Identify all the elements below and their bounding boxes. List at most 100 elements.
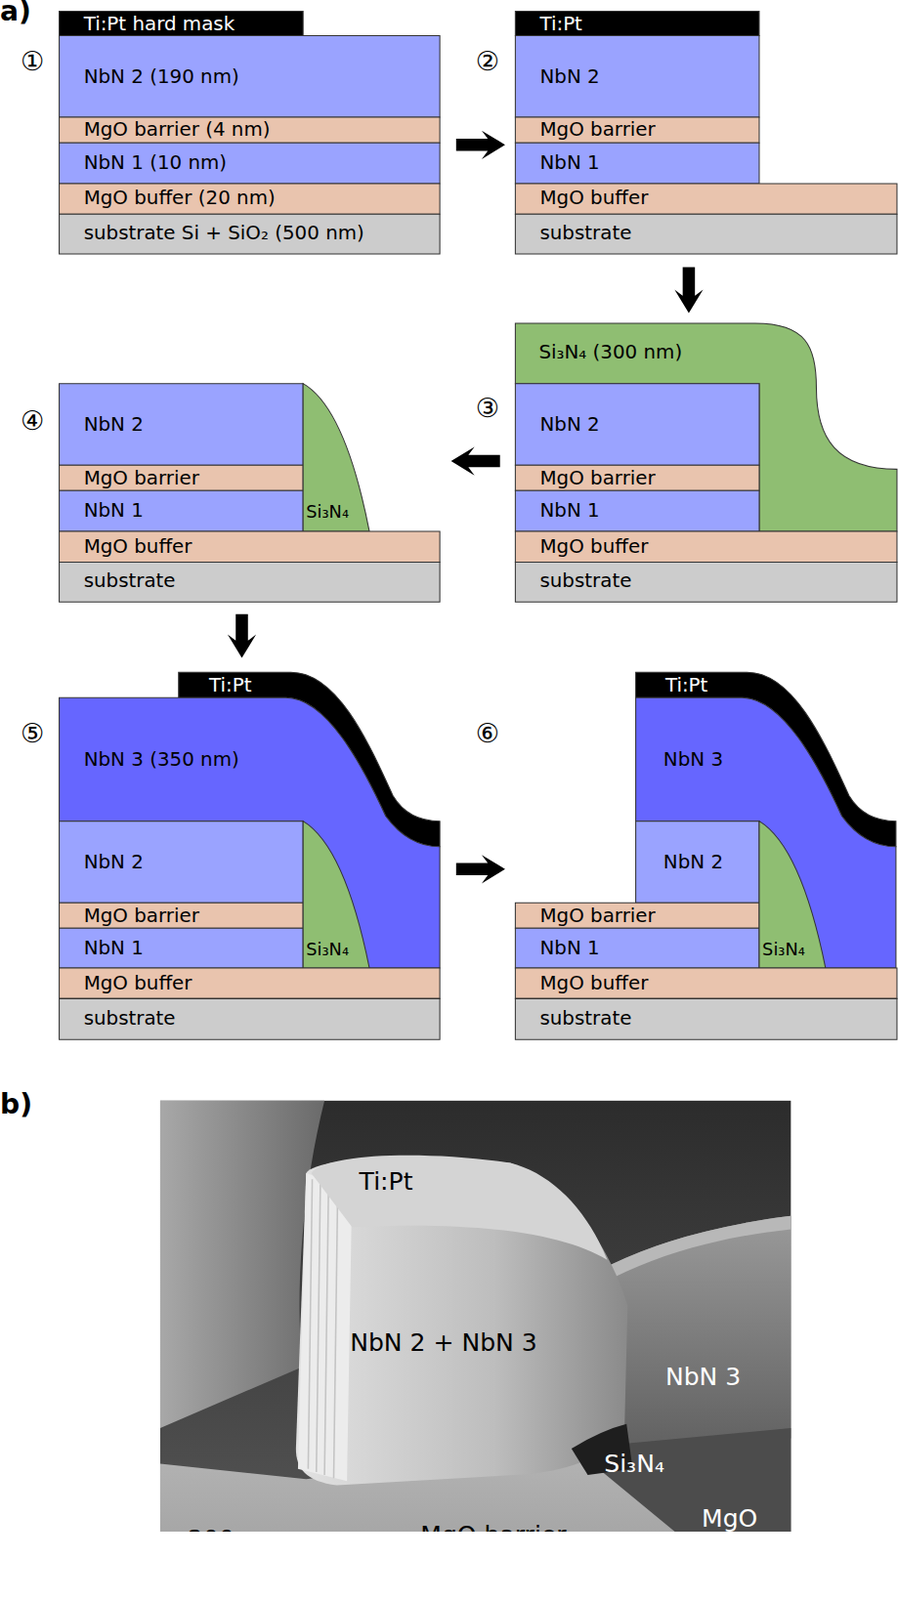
layer-label: substrate xyxy=(539,221,632,244)
layer-box: MgO buffer xyxy=(514,183,898,214)
layer-label: substrate xyxy=(539,1007,632,1029)
layer-outline xyxy=(59,384,304,467)
layer-box: MgO buffer xyxy=(59,531,441,562)
layer-label: Si₃N₄ (300 nm) xyxy=(538,341,683,363)
layer-box: Si₃N₄ xyxy=(759,821,827,969)
layer-box: MgO buffer xyxy=(514,968,898,999)
layer-label: Si₃N₄ xyxy=(305,502,349,522)
layer-outline xyxy=(514,142,760,184)
step-number: ③ xyxy=(475,391,500,426)
sem-image xyxy=(160,1101,791,1533)
layer-label: substrate Si + SiO₂ (500 nm) xyxy=(84,221,365,244)
layer-outline xyxy=(59,142,441,184)
layer-outline xyxy=(514,323,898,532)
layer-label: MgO buffer xyxy=(84,535,193,557)
layer-box: MgO barrier xyxy=(514,117,760,143)
layer-label: substrate xyxy=(539,569,632,592)
layer-box: Ti:Pt hard mask xyxy=(59,10,304,36)
layer-outline xyxy=(514,213,898,255)
layer-label: MgO barrier xyxy=(84,467,200,489)
step-arrow xyxy=(451,446,501,475)
layer-box: substrate xyxy=(514,998,898,1040)
step-arrow xyxy=(227,614,257,659)
sem-stripes xyxy=(307,1179,338,1479)
sem-label: Ti:Pt xyxy=(359,1166,414,1198)
layer-box: NbN 2 (190 nm) xyxy=(59,36,441,119)
layer-box: NbN 2 xyxy=(636,821,760,904)
layer-box: NbN 1 xyxy=(514,490,760,532)
layer-outline xyxy=(59,928,304,969)
sem-label: MgO barrier xyxy=(420,1520,566,1533)
layer-outline xyxy=(59,183,441,214)
layer-outline xyxy=(59,36,441,119)
sem-nbn3-ridge xyxy=(610,1216,792,1279)
layer-box: MgO barrier xyxy=(59,902,304,929)
layer-label: MgO buffer xyxy=(539,187,648,210)
layer-box: NbN 2 xyxy=(59,384,304,467)
layer-outline xyxy=(514,561,898,602)
layer-box: NbN 1 xyxy=(514,142,760,184)
sem-label: NbN 3 xyxy=(665,1362,741,1393)
layer-label: Ti:Pt xyxy=(209,674,252,696)
layer-outline xyxy=(59,821,304,904)
step-number: ① xyxy=(20,44,44,79)
sem-label: Si₃N₄ xyxy=(603,1449,665,1480)
layer-label: MgO barrier (4 nm) xyxy=(84,119,271,141)
layer-label: NbN 2 xyxy=(539,414,599,436)
layer-label: NbN 2 (190 nm) xyxy=(84,65,240,87)
layer-outline xyxy=(59,117,441,143)
layer-label: MgO barrier xyxy=(539,904,655,927)
layer-label: NbN 1 xyxy=(539,151,599,173)
layer-outline xyxy=(514,10,760,36)
layer-box: substrate Si + SiO₂ (500 nm) xyxy=(59,213,441,255)
layer-label: NbN 3 xyxy=(663,748,724,770)
layer-label: NbN 2 xyxy=(539,65,599,87)
layer-label: MgO buffer xyxy=(539,535,648,557)
layer-label: NbN 3 (350 nm) xyxy=(84,748,240,770)
layer-outline xyxy=(514,384,760,467)
layer-outline xyxy=(59,465,304,491)
layer-box: MgO buffer xyxy=(514,531,898,562)
layer-outline xyxy=(59,531,441,562)
layer-outline xyxy=(514,117,760,143)
step-number: ⑥ xyxy=(475,717,500,751)
layer-outline xyxy=(59,490,304,532)
sem-stripe xyxy=(307,1179,312,1470)
layer-outline xyxy=(514,928,760,969)
step-number: ④ xyxy=(20,404,44,438)
layer-outline xyxy=(514,998,898,1040)
layer-label: MgO barrier xyxy=(539,119,655,141)
layer-box: NbN 2 xyxy=(514,384,760,467)
sem-stripe xyxy=(316,1181,321,1473)
layer-box: Si₃N₄ xyxy=(302,821,371,969)
sem-cap xyxy=(311,1155,608,1261)
layer-outline xyxy=(59,998,441,1040)
sem-background xyxy=(160,1101,791,1533)
layer-label: NbN 2 xyxy=(84,414,144,436)
layer-outline xyxy=(514,490,760,532)
layer-outline xyxy=(302,384,370,532)
layer-outline xyxy=(59,968,441,999)
layer-label: substrate xyxy=(84,569,176,592)
layer-box: MgO barrier (4 nm) xyxy=(59,117,441,143)
layer-label: MgO buffer (20 nm) xyxy=(84,187,276,210)
layer-outline xyxy=(636,821,760,904)
layer-outline xyxy=(59,902,304,929)
layer-outline xyxy=(59,213,441,255)
layer-label: NbN 1 xyxy=(84,499,144,521)
sem-label: MgO buffer xyxy=(673,1503,786,1533)
layer-box: Si₃N₄ xyxy=(302,384,371,532)
layer-label: NbN 1 (10 nm) xyxy=(84,151,227,173)
layer-box: MgO buffer xyxy=(59,968,441,999)
sem-stripe xyxy=(324,1183,329,1476)
step-number: ⑤ xyxy=(20,717,44,751)
layer-label: NbN 2 xyxy=(84,852,144,874)
layer-outline xyxy=(302,821,370,969)
layer-box: MgO buffer (20 nm) xyxy=(59,183,441,214)
layer-outline xyxy=(59,561,441,602)
layer-outline xyxy=(514,968,898,999)
layer-label: NbN 1 xyxy=(539,937,599,959)
layer-box: MgO barrier xyxy=(514,465,760,491)
layer-label: substrate xyxy=(84,1007,176,1029)
layer-outline xyxy=(514,531,898,562)
